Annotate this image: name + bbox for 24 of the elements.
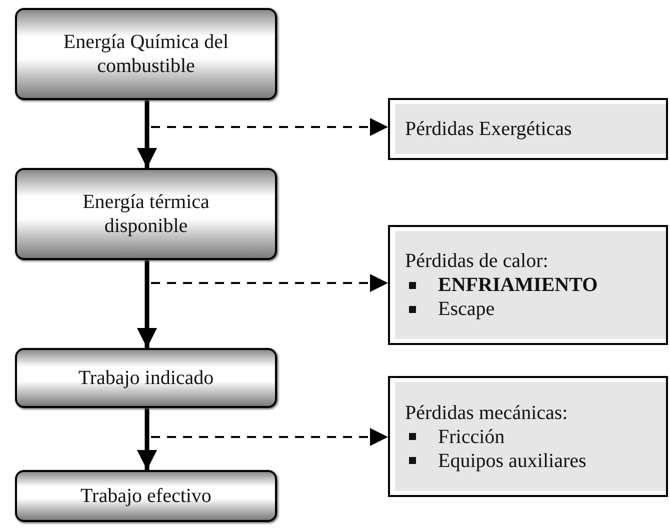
list-item: Escape: [438, 297, 495, 321]
process-box: [15, 8, 277, 100]
box-label: Trabajo indicado: [78, 366, 214, 390]
box-label: Energía Química del combustible: [62, 30, 230, 78]
list-item: ENFRIAMIENTO: [438, 273, 598, 297]
box-label: Energía térmica disponible: [82, 190, 210, 238]
loss-box: [388, 225, 668, 345]
dashed-arrow: [151, 274, 388, 292]
loss-box: [388, 376, 668, 497]
loss-box: [388, 98, 668, 160]
box-heading: Pérdidas de calor:: [405, 249, 550, 273]
box-label: Pérdidas Exergéticas: [405, 117, 573, 141]
arrow: [136, 100, 158, 168]
box-heading: Pérdidas mecánicas:: [405, 400, 569, 424]
box-label: Trabajo efectivo: [80, 484, 212, 508]
dashed-arrow: [151, 118, 388, 136]
process-box: [15, 348, 277, 408]
list-item: Equipos auxiliares: [438, 448, 586, 472]
process-box: [15, 168, 277, 260]
dashed-arrow: [151, 428, 388, 446]
arrow: [136, 408, 158, 470]
arrow: [136, 260, 158, 348]
process-box: [15, 470, 277, 522]
list-item: Fricción: [438, 424, 505, 448]
